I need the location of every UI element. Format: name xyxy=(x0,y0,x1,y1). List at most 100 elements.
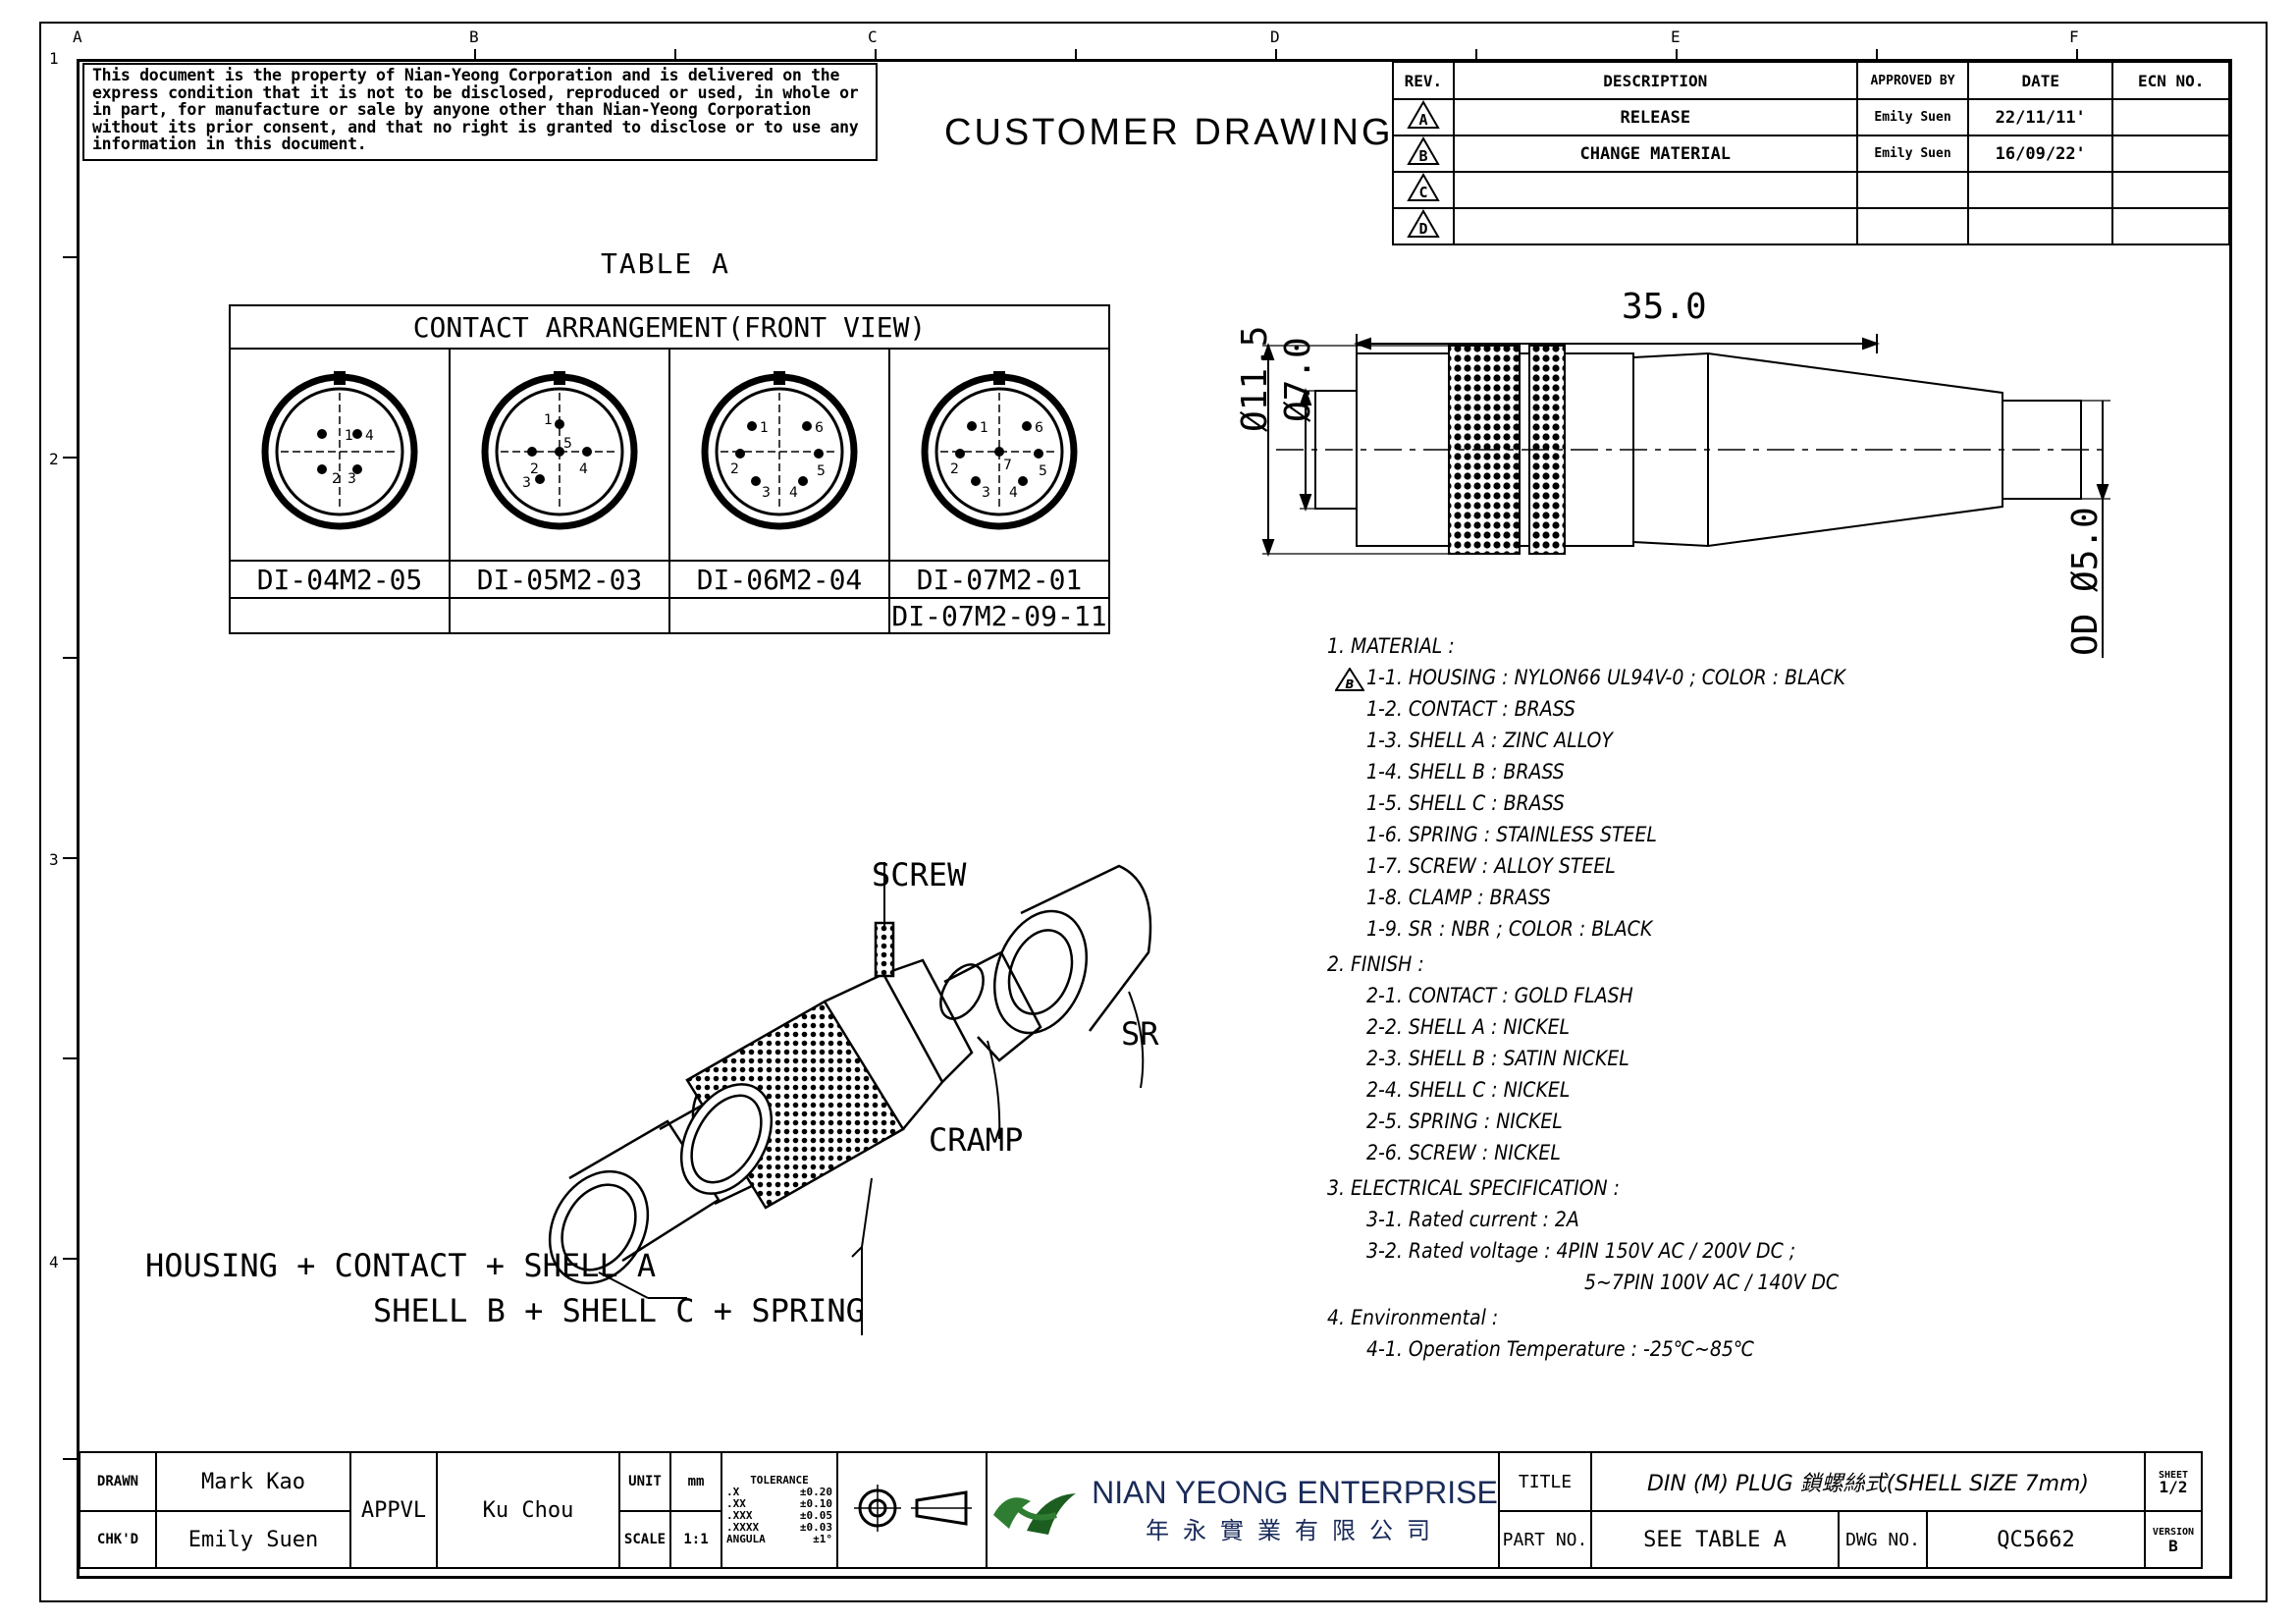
table-a-title: TABLE A xyxy=(601,247,731,280)
material-item: 1-8. CLAMP : BRASS xyxy=(1366,886,1551,909)
rev-a-ecn xyxy=(2111,98,2230,136)
rev-d-description xyxy=(1452,207,1858,245)
date-header: DATE xyxy=(1967,61,2114,100)
scale-value: 1:1 xyxy=(669,1510,722,1569)
company-block: NIAN YEONG ENTERPRISE 年永實業有限公司 xyxy=(986,1451,1500,1569)
checked-label: CHK'D xyxy=(79,1510,157,1569)
svg-text:5: 5 xyxy=(563,436,572,452)
rev-c: C xyxy=(1392,171,1455,209)
rev-b-date: 16/09/22' xyxy=(1967,135,2114,173)
description-header: DESCRIPTION xyxy=(1452,61,1858,100)
sheet-cell: SHEET 1/2 xyxy=(2144,1451,2203,1512)
dim-inner-diameter: Ø7.0 xyxy=(1278,337,1318,422)
svg-text:1: 1 xyxy=(980,420,988,436)
rev-triangle-icon: A xyxy=(1407,99,1440,129)
rev-b: B xyxy=(1392,135,1455,173)
tolerance-row: ANGULA ±1° xyxy=(726,1533,832,1545)
callout-cramp: CRAMP xyxy=(929,1121,1024,1159)
title-block: DRAWN Mark Kao APPVL Ku Chou UNIT mm TOL… xyxy=(79,1451,2203,1569)
svg-text:3: 3 xyxy=(762,485,771,501)
rev-letter: D xyxy=(1418,220,1427,238)
part-7pin: DI-07M2-01 xyxy=(888,560,1110,599)
rev-a: A xyxy=(1392,98,1455,136)
sheet-number: 1/2 xyxy=(2159,1478,2188,1496)
svg-text:1: 1 xyxy=(760,420,769,436)
zone-2: 2 xyxy=(49,450,59,468)
rev-c-ecn xyxy=(2111,171,2230,209)
finish-item: 2-1. CONTACT : GOLD FLASH xyxy=(1366,984,1633,1007)
empty-cell xyxy=(229,597,451,634)
tolerance-block: TOLERANCE .X ±0.20 .XX ±0.10 .XXX ±0.05 … xyxy=(721,1451,838,1569)
empty-cell xyxy=(449,597,670,634)
material-item: 1-4. SHELL B : BRASS xyxy=(1366,760,1565,784)
tolerance-row: .XXX ±0.05 xyxy=(726,1509,832,1522)
callout-screw: SCREW xyxy=(872,856,967,893)
finish-title: 2. FINISH : xyxy=(1327,952,1424,976)
finish-item: 2-3. SHELL B : SATIN NICKEL xyxy=(1366,1047,1629,1070)
svg-text:4: 4 xyxy=(789,485,798,501)
part-7pin-alt: DI-07M2-09-11 xyxy=(888,597,1110,634)
company-name: NIAN YEONG ENTERPRISE xyxy=(1092,1475,1498,1510)
svg-text:4: 4 xyxy=(365,428,374,444)
inner-frame xyxy=(77,59,2232,1579)
svg-text:2: 2 xyxy=(730,461,739,477)
plug-side-view xyxy=(1261,334,2110,658)
svg-text:1: 1 xyxy=(345,428,353,444)
unit-label: UNIT xyxy=(618,1451,671,1512)
svg-text:3: 3 xyxy=(347,471,356,487)
zone-e: E xyxy=(1671,27,1681,46)
rev-triangle-icon: C xyxy=(1407,172,1440,201)
zone-b: B xyxy=(469,27,479,46)
sheet-label: SHEET xyxy=(2158,1470,2189,1481)
drawn-by: Mark Kao xyxy=(155,1451,351,1512)
version-cell: VERSION B xyxy=(2144,1510,2203,1569)
company-row: NIAN YEONG ENTERPRISE 年永實業有限公司 xyxy=(988,1475,1498,1545)
rev-d-ecn xyxy=(2111,207,2230,245)
company-logo-icon xyxy=(993,1493,1077,1535)
material-item: 1-1. HOUSING : NYLON66 UL94V-0 ; COLOR :… xyxy=(1366,666,1846,689)
projection-symbol xyxy=(836,1451,988,1569)
svg-text:2: 2 xyxy=(950,461,959,477)
svg-text:4: 4 xyxy=(1009,485,1018,501)
property-notice: This document is the property of Nian-Ye… xyxy=(82,63,878,161)
part-6pin: DI-06M2-04 xyxy=(668,560,890,599)
rev-b-marker-icon: B xyxy=(1335,668,1364,691)
svg-text:B: B xyxy=(1345,677,1354,691)
rev-c-date xyxy=(1967,171,2114,209)
rev-c-description xyxy=(1452,171,1858,209)
zone-3: 3 xyxy=(49,850,59,869)
material-item: 1-5. SHELL C : BRASS xyxy=(1366,791,1565,815)
svg-text:5: 5 xyxy=(1039,463,1047,479)
material-title: 1. MATERIAL : xyxy=(1327,634,1455,658)
svg-text:3: 3 xyxy=(522,475,531,491)
revision-table: REV. DESCRIPTION APPROVED BY DATE ECN NO… xyxy=(1392,61,2230,245)
drawing-number: QC5662 xyxy=(1926,1510,2146,1569)
unit-value: mm xyxy=(669,1451,722,1512)
rev-b-description: CHANGE MATERIAL xyxy=(1452,135,1858,173)
svg-text:7: 7 xyxy=(1003,458,1012,473)
electrical-item: 3-2. Rated voltage : 4PIN 150V AC / 200V… xyxy=(1366,1239,1796,1263)
rev-letter: A xyxy=(1418,111,1427,129)
rev-c-approved xyxy=(1855,171,1970,209)
scale-label: SCALE xyxy=(618,1510,671,1569)
rev-b-ecn xyxy=(2111,135,2230,173)
approved-header: APPROVED BY xyxy=(1855,61,1970,100)
material-item: 1-7. SCREW : ALLOY STEEL xyxy=(1366,854,1616,878)
material-item: 1-2. CONTACT : BRASS xyxy=(1366,697,1575,721)
dim-outer-diameter: Ø11.5 xyxy=(1235,325,1275,432)
electrical-title: 3. ELECTRICAL SPECIFICATION : xyxy=(1327,1176,1621,1200)
electrical-item-cont: 5~7PIN 100V AC / 140V DC xyxy=(1584,1271,1840,1294)
zone-c: C xyxy=(868,27,878,46)
table-a-heading: CONTACT ARRANGEMENT(FRONT VIEW) xyxy=(229,304,1110,350)
tolerance-row: .X ±0.20 xyxy=(726,1486,832,1498)
drawn-label: DRAWN xyxy=(79,1451,157,1512)
connector-5pin-diagram: 12 34 5 xyxy=(481,370,638,529)
material-item: 1-9. SR : NBR ; COLOR : BLACK xyxy=(1366,917,1653,941)
